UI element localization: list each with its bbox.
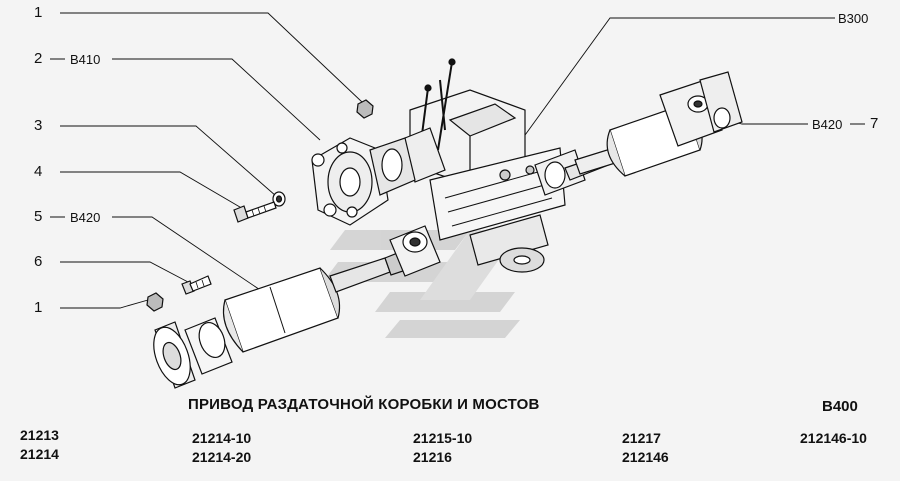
callout-7-code: B420 [812, 117, 843, 132]
callout-7-dash: — [850, 115, 865, 132]
transfer-case [399, 58, 586, 273]
model-col3-row1: 21215-10 [413, 430, 473, 446]
sheet-code: B400 [822, 398, 858, 415]
callout-1-top: 1 [34, 4, 43, 21]
model-col2-row1: 21214-10 [192, 430, 252, 446]
callout-7: 7 [870, 115, 879, 132]
model-col1-row2: 21214 [20, 446, 59, 462]
callout-b300-code: B300 [838, 11, 869, 26]
callout-2-code: B410 [70, 52, 101, 67]
nut-top [356, 99, 374, 119]
model-col2-row2: 21214-20 [192, 449, 252, 465]
right-propeller-shaft [564, 71, 743, 181]
callout-5: 5 [34, 208, 43, 225]
diagram-title: ПРИВОД РАЗДАТОЧНОЙ КОРОБКИ И МОСТОВ [188, 396, 540, 413]
callout-2-dash: — [50, 50, 65, 67]
bolt-long [233, 201, 277, 223]
bolt-short [181, 275, 212, 295]
leader-lines [60, 12, 835, 309]
left-propeller-shaft [153, 225, 441, 389]
washer [272, 191, 286, 207]
callout-2: 2 [34, 50, 43, 67]
callout-1-bottom: 1 [34, 299, 43, 316]
model-col4-row1: 21217 [622, 430, 661, 446]
callout-4: 4 [34, 163, 43, 180]
callout-5-code: B420 [70, 210, 101, 225]
callout-6: 6 [34, 253, 43, 270]
elastic-coupling [311, 137, 416, 226]
model-col5-row1: 212146-10 [800, 430, 867, 446]
nut-bottom [146, 292, 164, 312]
callout-3: 3 [34, 117, 43, 134]
callout-5-dash: — [50, 208, 65, 225]
model-col4-row2: 212146 [622, 449, 669, 465]
model-col1-row1: 21213 [20, 427, 59, 443]
model-col3-row2: 21216 [413, 449, 452, 465]
